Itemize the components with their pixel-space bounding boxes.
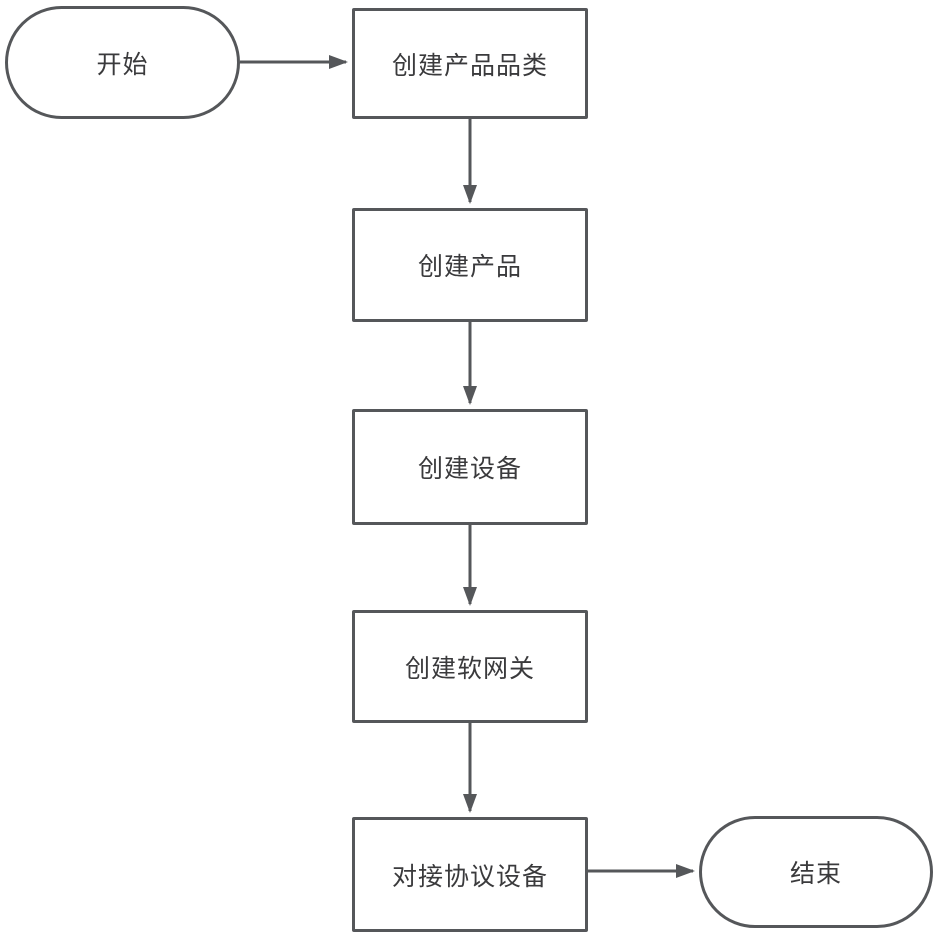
node-create-device-label: 创建设备 [417,455,522,483]
node-end: 结束 [699,816,933,928]
node-create-soft-gateway: 创建软网关 [352,610,588,723]
node-start-label: 开始 [96,50,149,79]
node-create-soft-gateway-label: 创建软网关 [404,654,535,683]
node-create-product-label: 创建产品 [417,253,522,281]
node-create-product: 创建产品 [352,208,588,322]
node-create-product-category-label: 创建产品品类 [391,51,548,80]
node-create-device: 创建设备 [352,409,588,525]
node-start: 开始 [5,6,240,119]
node-create-product-category: 创建产品品类 [352,8,588,119]
node-connect-protocol-device: 对接协议设备 [352,817,588,932]
node-connect-protocol-device-label: 对接协议设备 [391,862,548,891]
node-end-label: 结束 [789,860,842,888]
